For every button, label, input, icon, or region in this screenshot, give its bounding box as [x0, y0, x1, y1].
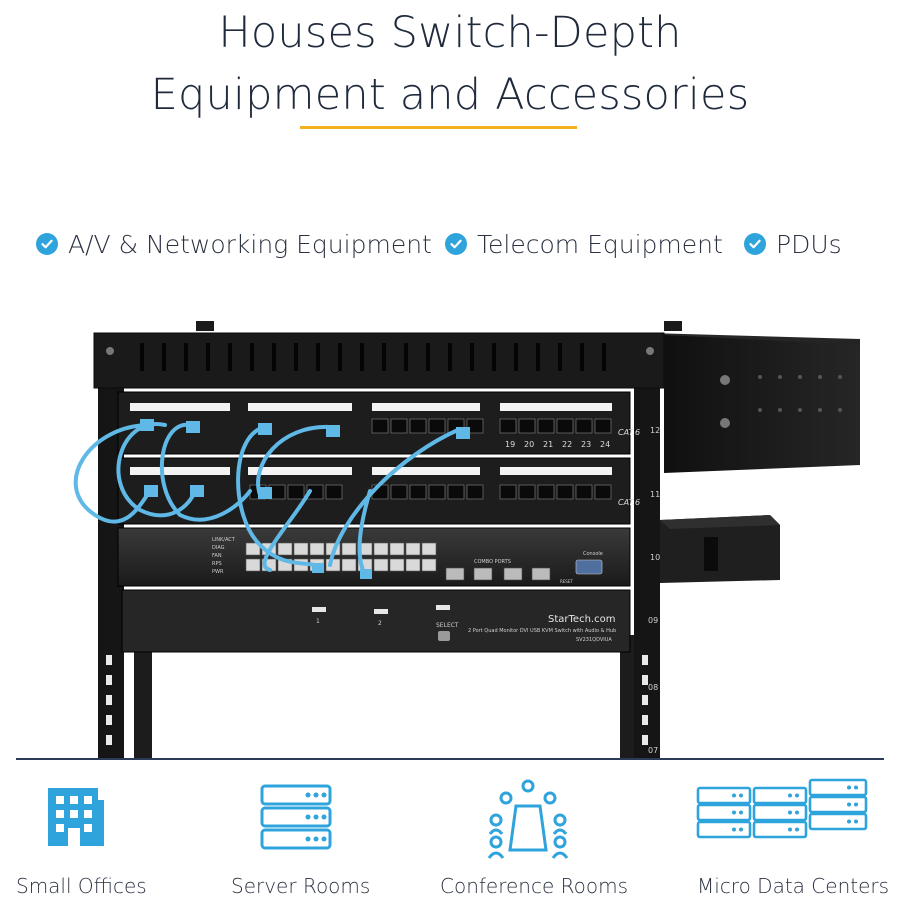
- check-circle-icon: [36, 233, 58, 255]
- use-case-micro-data-centers: [684, 778, 884, 842]
- use-case-server-rooms: [196, 778, 396, 850]
- conference-table-icon: [487, 779, 569, 859]
- kvm-select-label: SELECT: [436, 622, 459, 629]
- feature-label: Telecom Equipment: [477, 229, 723, 259]
- use-case-label: Conference Rooms: [440, 874, 629, 898]
- kvm-description: 2 Port Quad Monitor DVI USB KVM Switch w…: [468, 628, 616, 634]
- check-circle-icon: [445, 233, 467, 255]
- feature-label: PDUs: [776, 229, 842, 259]
- use-case-label: Server Rooms: [231, 874, 371, 898]
- office-building-icon: [48, 788, 104, 846]
- reset-label: RESET: [560, 579, 573, 584]
- svg-text:19: 19: [505, 440, 515, 449]
- feature-label: A/V & Networking Equipment: [68, 229, 432, 259]
- use-case-small-offices: [0, 778, 176, 850]
- panel-label-lower: CAT.6: [618, 498, 640, 507]
- panel-label-upper: CAT.6: [618, 428, 640, 437]
- feature-item-telecom: Telecom Equipment: [445, 224, 723, 264]
- svg-text:20: 20: [524, 440, 534, 449]
- rack-unit-label: 10: [650, 553, 660, 562]
- use-case-label: Small Offices: [16, 874, 147, 898]
- combo-ports-label: COMBO PORTS: [474, 559, 511, 565]
- patch-panel-upper: 19 20 21 22 23 24 CAT.6: [117, 391, 640, 455]
- switch-status-label: RPS: [212, 561, 222, 567]
- console-label: Console: [583, 551, 603, 557]
- side-mounted-unit: [660, 515, 780, 583]
- rack-unit-label: 09: [648, 616, 658, 625]
- brand-logo: StarTech.com: [548, 614, 615, 625]
- title-line-1: Houses Switch-Depth: [218, 8, 682, 58]
- switch-status-label: PWR: [212, 569, 224, 575]
- use-case-conference-rooms: [428, 778, 628, 860]
- feature-item-pdus: PDUs: [744, 224, 842, 264]
- svg-text:24: 24: [600, 440, 610, 449]
- kvm-model: SV231QDVIUA: [576, 637, 612, 643]
- rack-unit-label: 12: [650, 426, 660, 435]
- kvm-port-label: 1: [316, 618, 320, 625]
- switch-status-label: FAN: [212, 553, 222, 559]
- section-divider: [16, 758, 884, 760]
- feature-item-av-networking: A/V & Networking Equipment: [36, 224, 432, 264]
- rack-unit-label: 11: [650, 490, 660, 499]
- rack-unit-label: 08: [648, 683, 658, 692]
- data-center-icon: [696, 778, 868, 839]
- feature-list: A/V & Networking Equipment Telecom Equip…: [0, 224, 900, 264]
- switch-status-label: LINK/ACT: [212, 537, 236, 543]
- kvm-port-label: 2: [378, 620, 382, 627]
- switch-status-label: DIAG: [212, 545, 225, 551]
- kvm-switch: 1 2 SELECT StarTech.com 2 Port Quad Moni…: [121, 589, 631, 653]
- use-case-label: Micro Data Centers: [697, 874, 890, 898]
- vented-top-shelf: [93, 321, 860, 473]
- svg-text:22: 22: [562, 440, 572, 449]
- svg-text:23: 23: [581, 440, 591, 449]
- server-stack-icon: [260, 784, 332, 850]
- rack-unit-label: 07: [648, 746, 658, 755]
- check-circle-icon: [744, 233, 766, 255]
- svg-text:21: 21: [543, 440, 553, 449]
- patch-cables: [73, 422, 462, 577]
- page-title: Houses Switch-Depth Equipment and Access…: [0, 2, 900, 126]
- title-line-2: Equipment and Accessories: [150, 70, 750, 120]
- title-underline: [300, 126, 577, 129]
- network-switch: LINK/ACT DIAG FAN RPS PWR COMBO P: [117, 527, 631, 587]
